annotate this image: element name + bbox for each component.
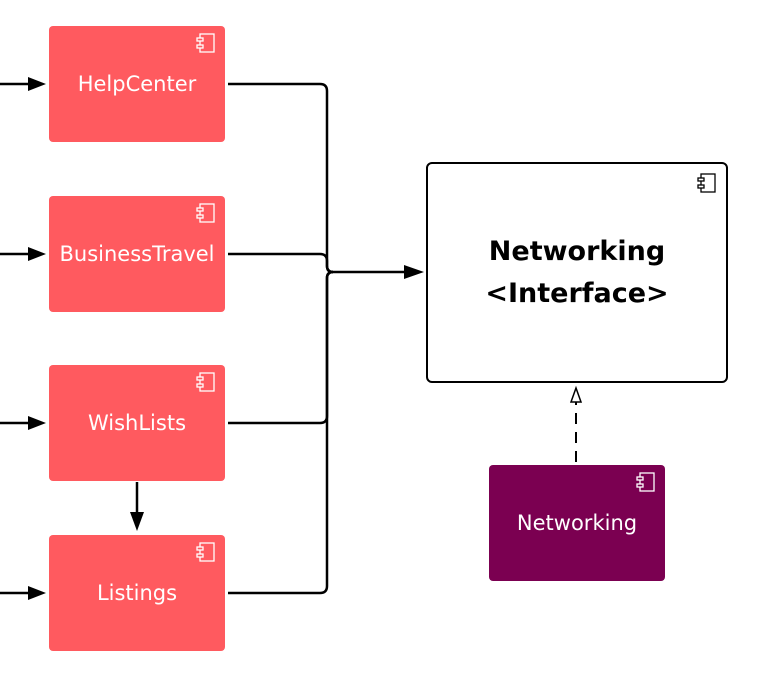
component-listings[interactable]: Listings [49,535,225,651]
connector-businesstravel [228,252,334,274]
component-networking-interface-title: Networking [488,235,666,267]
component-icon [196,372,215,392]
component-wishlists-label: WishLists [87,411,187,435]
component-icon [196,203,215,223]
component-icon [697,173,716,193]
incoming-arrow-helpcenter [0,77,46,91]
incoming-arrow-listings [0,586,46,600]
component-businesstravel[interactable]: BusinessTravel [49,196,225,312]
component-businesstravel-label: BusinessTravel [59,242,215,266]
component-listings-label: Listings [96,581,178,605]
connector-helpcenter [228,82,334,274]
component-helpcenter-label: HelpCenter [77,72,197,96]
component-icon [196,542,215,562]
component-icon [196,33,215,53]
component-networking-label: Networking [516,511,638,535]
component-networking-interface-stereotype: <Interface> [485,277,669,309]
connector-to-interface-arrow [330,265,424,279]
wishlists-to-listings-arrow [130,482,144,531]
incoming-arrow-wishlists [0,416,46,430]
realization-arrow [569,385,583,462]
component-networking-interface[interactable]: Networking <Interface> [426,162,728,383]
component-wishlists[interactable]: WishLists [49,365,225,481]
component-helpcenter[interactable]: HelpCenter [49,26,225,142]
component-icon [636,472,655,492]
incoming-arrow-businesstravel [0,247,46,261]
component-networking[interactable]: Networking [489,465,665,581]
connector-wishlists [228,270,334,425]
connector-listings [228,270,334,595]
